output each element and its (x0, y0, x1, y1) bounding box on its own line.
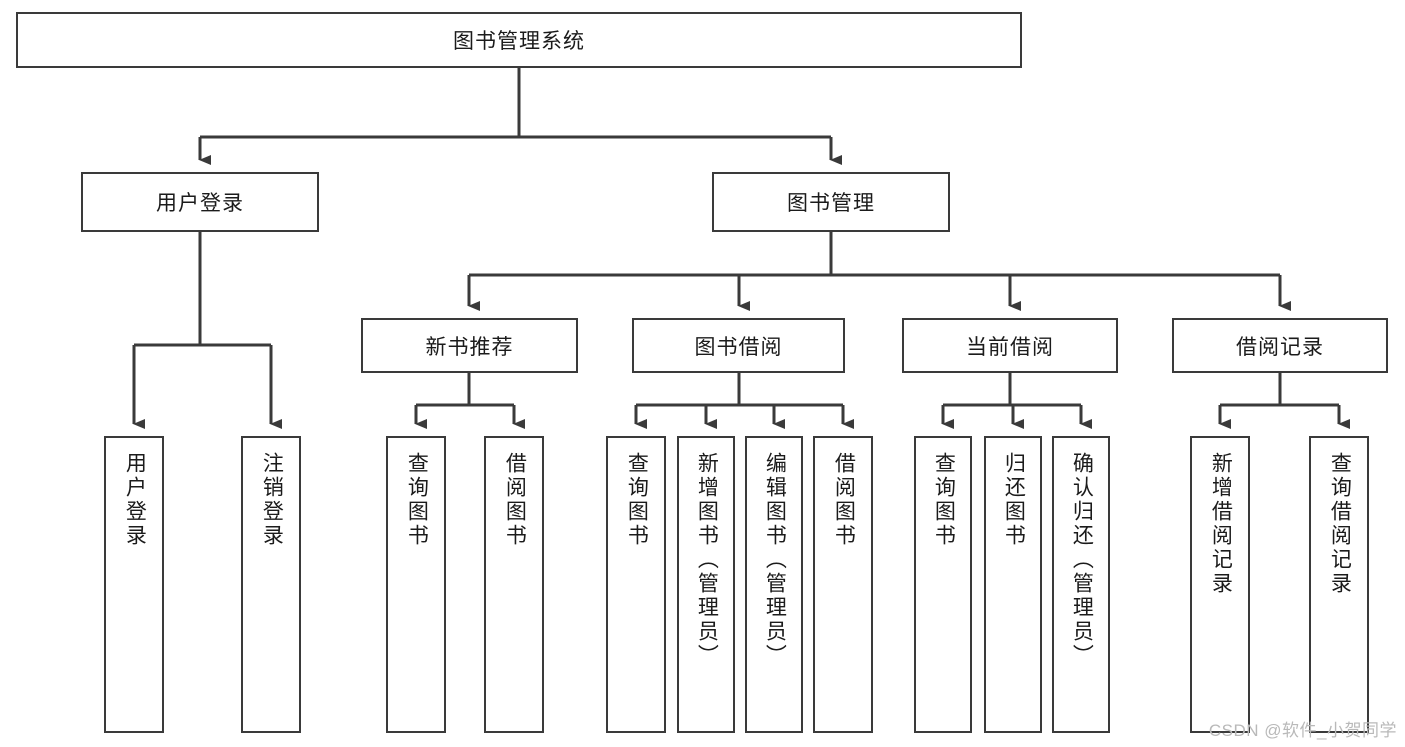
leaf-query-book-current[interactable]: 查询图书 (914, 436, 972, 733)
node-book-borrow[interactable]: 图书借阅 (632, 318, 845, 373)
leaf-return-book-label: 归还图书 (1002, 452, 1026, 548)
leaf-borrow-book-recommend-label: 借阅图书 (503, 452, 527, 548)
leaf-logout[interactable]: 注销登录 (241, 436, 301, 733)
node-root-label: 图书管理系统 (453, 30, 585, 53)
leaf-query-borrow-record[interactable]: 查询借阅记录 (1309, 436, 1369, 733)
node-current-borrow-label: 当前借阅 (966, 335, 1054, 359)
node-borrow-record[interactable]: 借阅记录 (1172, 318, 1388, 373)
node-book-management-label: 图书管理 (787, 192, 875, 215)
leaf-query-book-current-label: 查询图书 (932, 452, 956, 548)
leaf-confirm-return-admin[interactable]: 确认归还（管理员） (1052, 436, 1110, 733)
leaf-edit-book-admin-label: 编辑图书（管理员） (763, 452, 787, 668)
leaf-borrow-book[interactable]: 借阅图书 (813, 436, 873, 733)
node-root[interactable]: 图书管理系统 (16, 12, 1022, 68)
watermark-text: CSDN @软件_小贺同学 (1208, 721, 1397, 740)
leaf-borrow-book-recommend[interactable]: 借阅图书 (484, 436, 544, 733)
node-current-borrow[interactable]: 当前借阅 (902, 318, 1118, 373)
node-book-borrow-label: 图书借阅 (694, 335, 783, 359)
node-book-management[interactable]: 图书管理 (712, 172, 950, 232)
leaf-query-book-borrow-label: 查询图书 (625, 452, 649, 548)
leaf-add-book-admin-label: 新增图书（管理员） (695, 452, 719, 668)
node-user-login-label: 用户登录 (156, 192, 244, 215)
node-borrow-record-label: 借阅记录 (1236, 335, 1324, 359)
leaf-user-login[interactable]: 用户登录 (104, 436, 164, 733)
node-user-login[interactable]: 用户登录 (81, 172, 319, 232)
leaf-edit-book-admin[interactable]: 编辑图书（管理员） (745, 436, 803, 733)
node-new-book-recommend-label: 新书推荐 (425, 335, 514, 359)
leaf-add-borrow-record[interactable]: 新增借阅记录 (1190, 436, 1250, 733)
leaf-return-book[interactable]: 归还图书 (984, 436, 1042, 733)
leaf-add-book-admin[interactable]: 新增图书（管理员） (677, 436, 735, 733)
leaf-borrow-book-label: 借阅图书 (832, 452, 856, 548)
leaf-query-book-recommend-label: 查询图书 (405, 452, 429, 548)
leaf-query-borrow-record-label: 查询借阅记录 (1328, 452, 1352, 596)
leaf-confirm-return-admin-label: 确认归还（管理员） (1070, 452, 1094, 668)
leaf-query-book-borrow[interactable]: 查询图书 (606, 436, 666, 733)
leaf-query-book-recommend[interactable]: 查询图书 (386, 436, 446, 733)
leaf-add-borrow-record-label: 新增借阅记录 (1209, 452, 1233, 596)
leaf-user-login-label: 用户登录 (123, 452, 147, 548)
node-new-book-recommend[interactable]: 新书推荐 (361, 318, 578, 373)
leaf-logout-label: 注销登录 (260, 452, 284, 548)
